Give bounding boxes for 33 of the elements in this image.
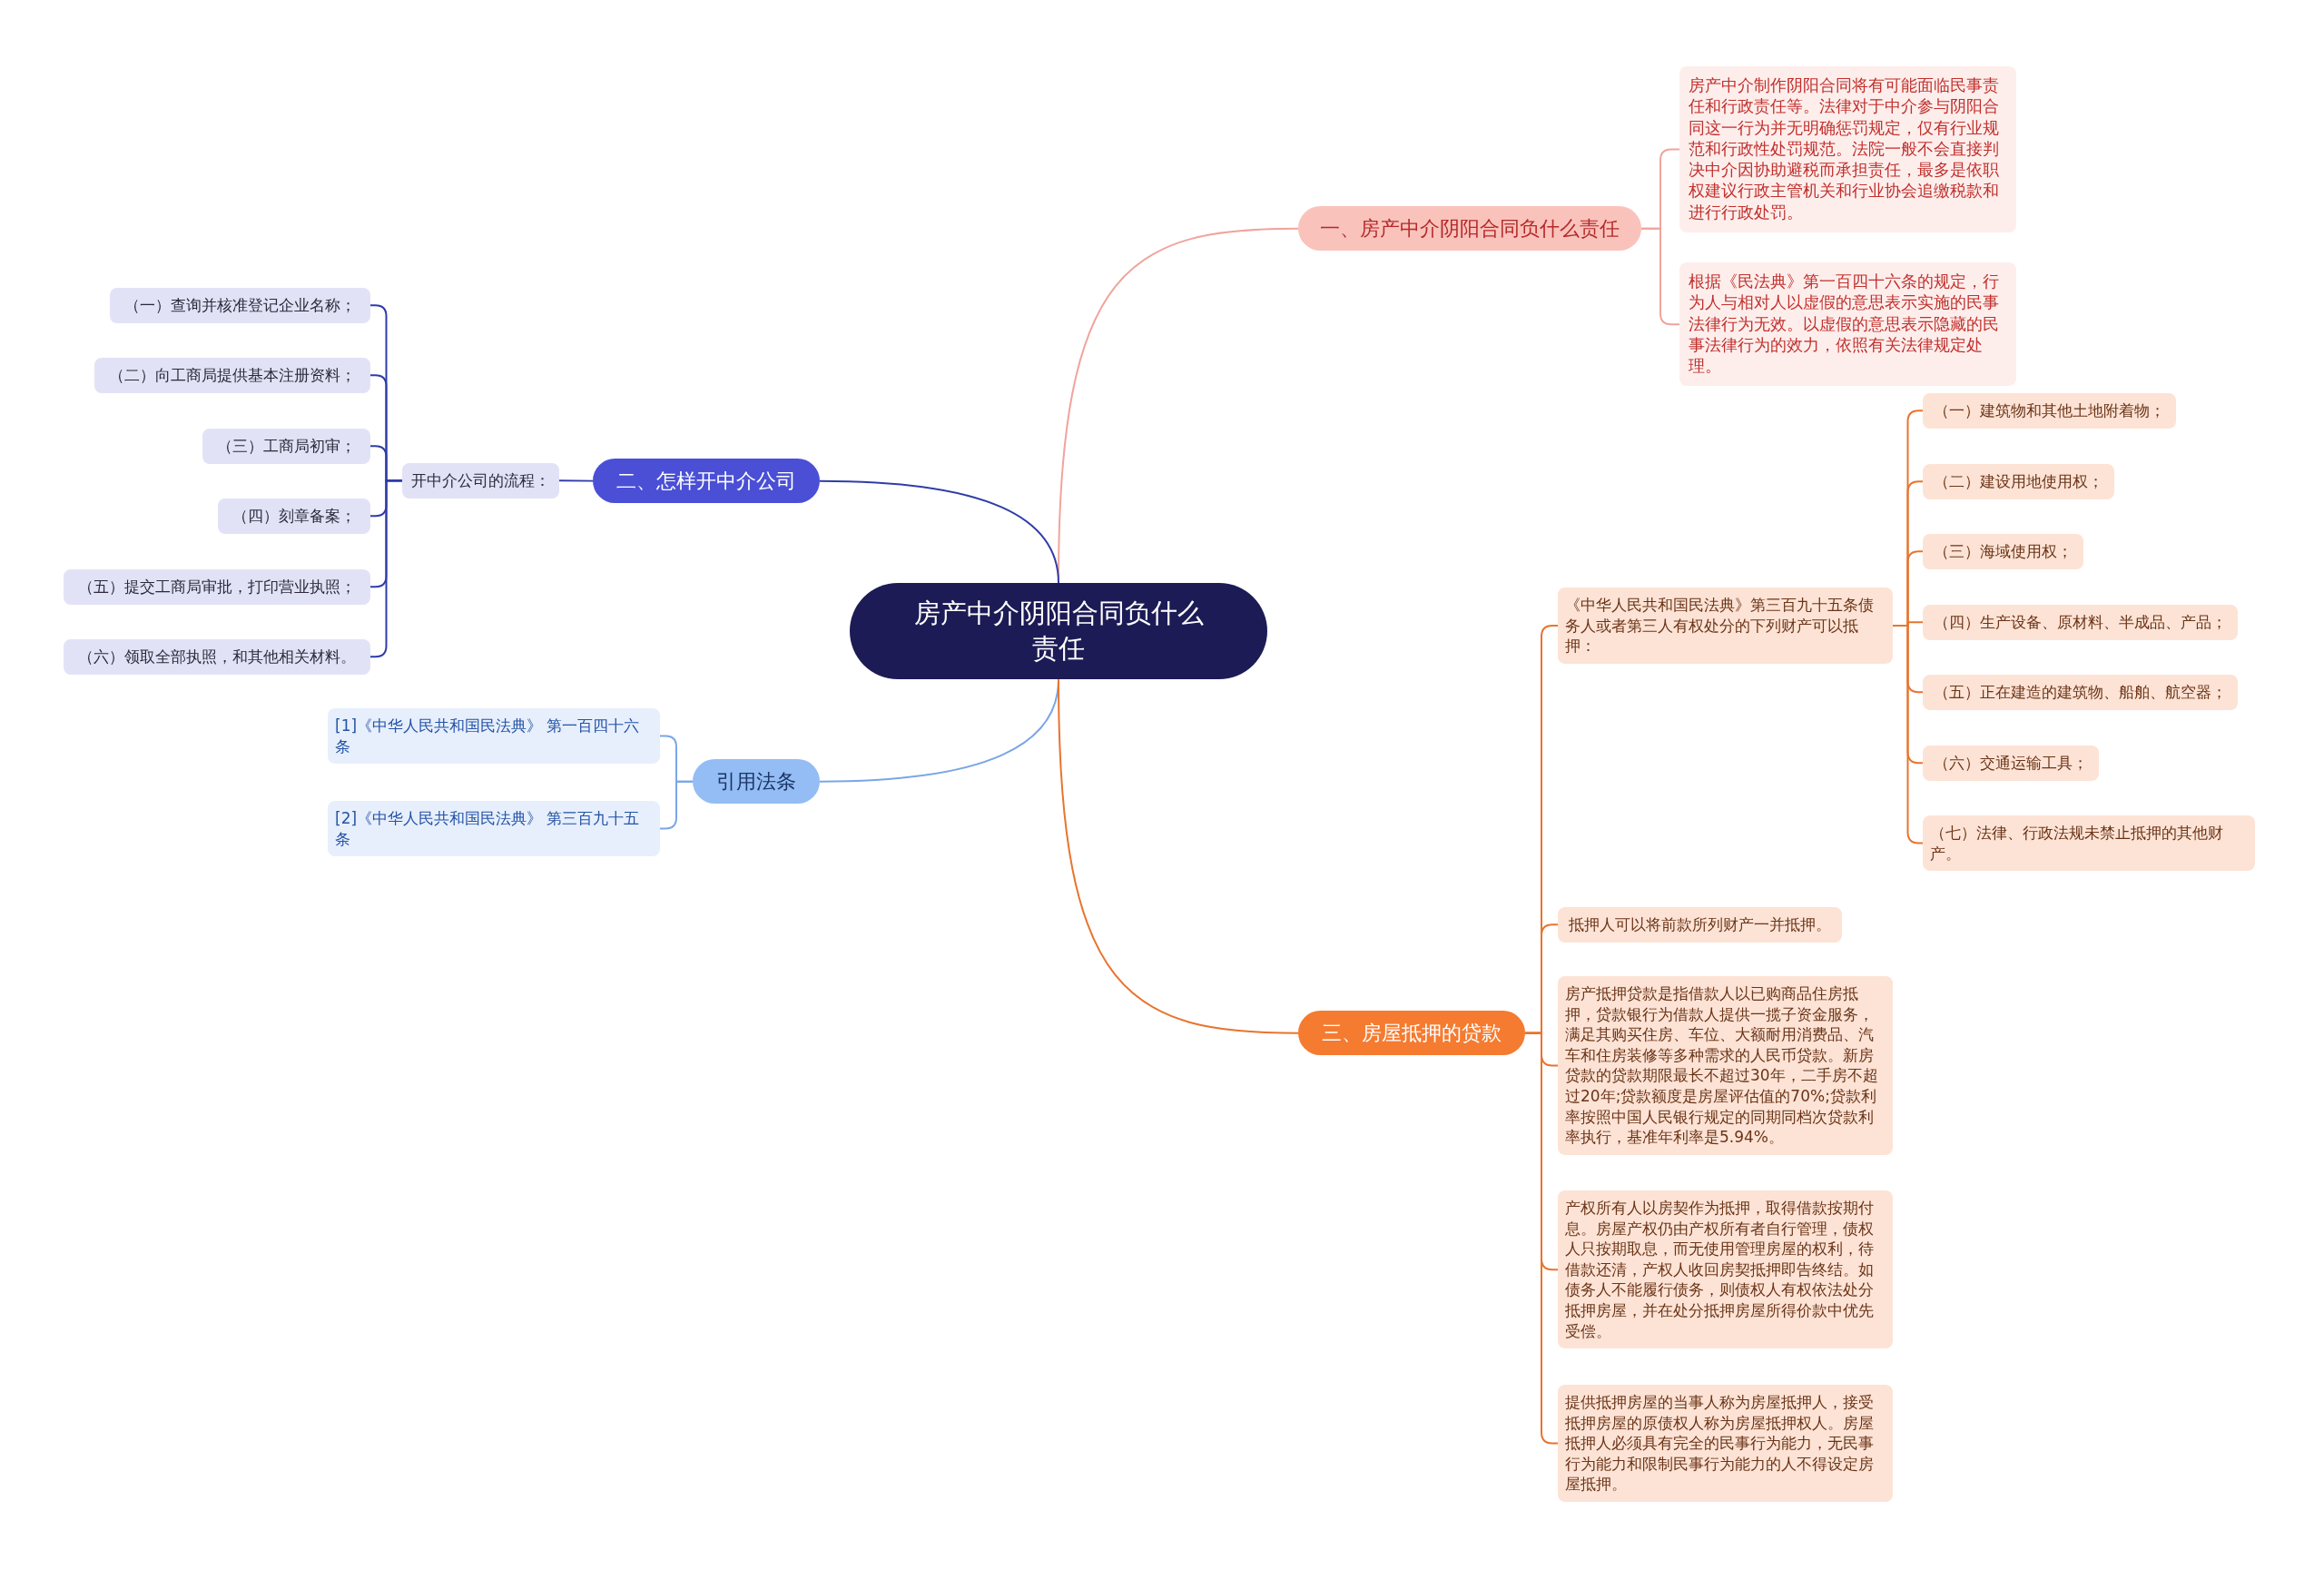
text-card: 房产抵押贷款是指借款人以已购商品住房抵押，贷款银行为借款人提供一揽子资金服务，满足其购买住房、车位、大额耐用消费品、汽车和住房装修等多种需求的人民币贷款。新房贷款的贷款期限最长不超过30年，二手房不超过20年;贷款额度是房屋评估值的70%;贷款利率按照中国人民银行规定的同期同档次贷款利率执行，基准年利率是5.94%。 xyxy=(1558,976,1893,1155)
connector-line xyxy=(1058,678,1299,1034)
subtopic-card: 开中介公司的流程： xyxy=(402,463,559,499)
connector-line xyxy=(819,479,1059,584)
text-card: 抵押人可以将前款所列财产一并抵押。 xyxy=(1558,907,1842,943)
step-card: （六）领取全部执照，和其他相关材料。 xyxy=(64,639,370,675)
text-card: 房产中介制作阴阳合同将有可能面临民事责任和行政责任等。法律对于中介参与阴阳合同这一行为并无明确惩罚规定，仅有行业规范和行政性处罚规范。法院一般不会直接判决中介因协助避税而承担责任，最多是依职权建议行政主管机关和行业协会追缴税款和进行行政处罚。 xyxy=(1679,66,2016,232)
step-card: （一）查询并核准登记企业名称； xyxy=(110,288,370,323)
connector-line xyxy=(659,780,694,830)
list-item-card: （六）交通运输工具； xyxy=(1923,746,2099,781)
list-item-card: （一）建筑物和其他土地附着物； xyxy=(1923,393,2176,429)
branch-topic: 三、房屋抵押的贷款 xyxy=(1298,1011,1525,1056)
connector-line xyxy=(1640,227,1680,326)
connector-line xyxy=(558,479,594,482)
text-card: 提供抵押房屋的当事人称为房屋抵押人，接受抵押房屋的原债权人称为房屋抵押权人。房屋抵押人必须具有完全的民事行为能力，无民事行为能力和限制民事行为能力的人不得设定房屋抵押。 xyxy=(1558,1385,1893,1503)
step-card: （五）提交工商局审批，打印营业执照； xyxy=(64,569,370,605)
text-card: 《中华人民共和国民法典》第三百九十五条债务人或者第三人有权处分的下列财产可以抵押： xyxy=(1558,588,1893,664)
text-card: 根据《民法典》第一百四十六条的规定，行为人与相对人以虚假的意思表示实施的民事法律行为无效。以虚假的意思表示隐藏的民事法律行为的效力，依照有关法律规定处理。 xyxy=(1679,262,2016,387)
list-item-card: （七）法律、行政法规未禁止抵押的其他财产。 xyxy=(1923,815,2255,872)
text-card: 产权所有人以房契作为抵押，取得借款按期付息。房屋产权仍由产权所有者自行管理，债权人只按期取息，而无使用管理房屋的权利，待借款还清，产权人收回房契抵押即告终结。如债务人不能履行债务，则债权人有权依法处分抵押房屋，并在处分抵押房屋所得价款中优先受偿。 xyxy=(1558,1190,1893,1349)
branch-topic: 引用法条 xyxy=(693,759,820,805)
list-item-card: （三）海域使用权； xyxy=(1923,534,2083,569)
central-topic: 房产中介阴阳合同负什么责任 xyxy=(850,583,1267,680)
list-item-card: （四）生产设备、原材料、半成品、产品； xyxy=(1923,605,2238,640)
reference-card: [2]《中华人民共和国民法典》 第三百九十五条 xyxy=(328,801,660,857)
reference-card: [1]《中华人民共和国民法典》 第一百四十六条 xyxy=(328,708,660,765)
branch-topic: 一、房产中介阴阳合同负什么责任 xyxy=(1298,206,1641,252)
step-card: （三）工商局初审； xyxy=(202,429,370,464)
branch-topic: 二、怎样开中介公司 xyxy=(593,459,820,504)
list-item-card: （五）正在建造的建筑物、船舶、航空器； xyxy=(1923,675,2238,710)
list-item-card: （二）建设用地使用权； xyxy=(1923,464,2114,499)
step-card: （二）向工商局提供基本注册资料； xyxy=(94,358,370,393)
step-card: （四）刻章备案； xyxy=(218,499,370,534)
